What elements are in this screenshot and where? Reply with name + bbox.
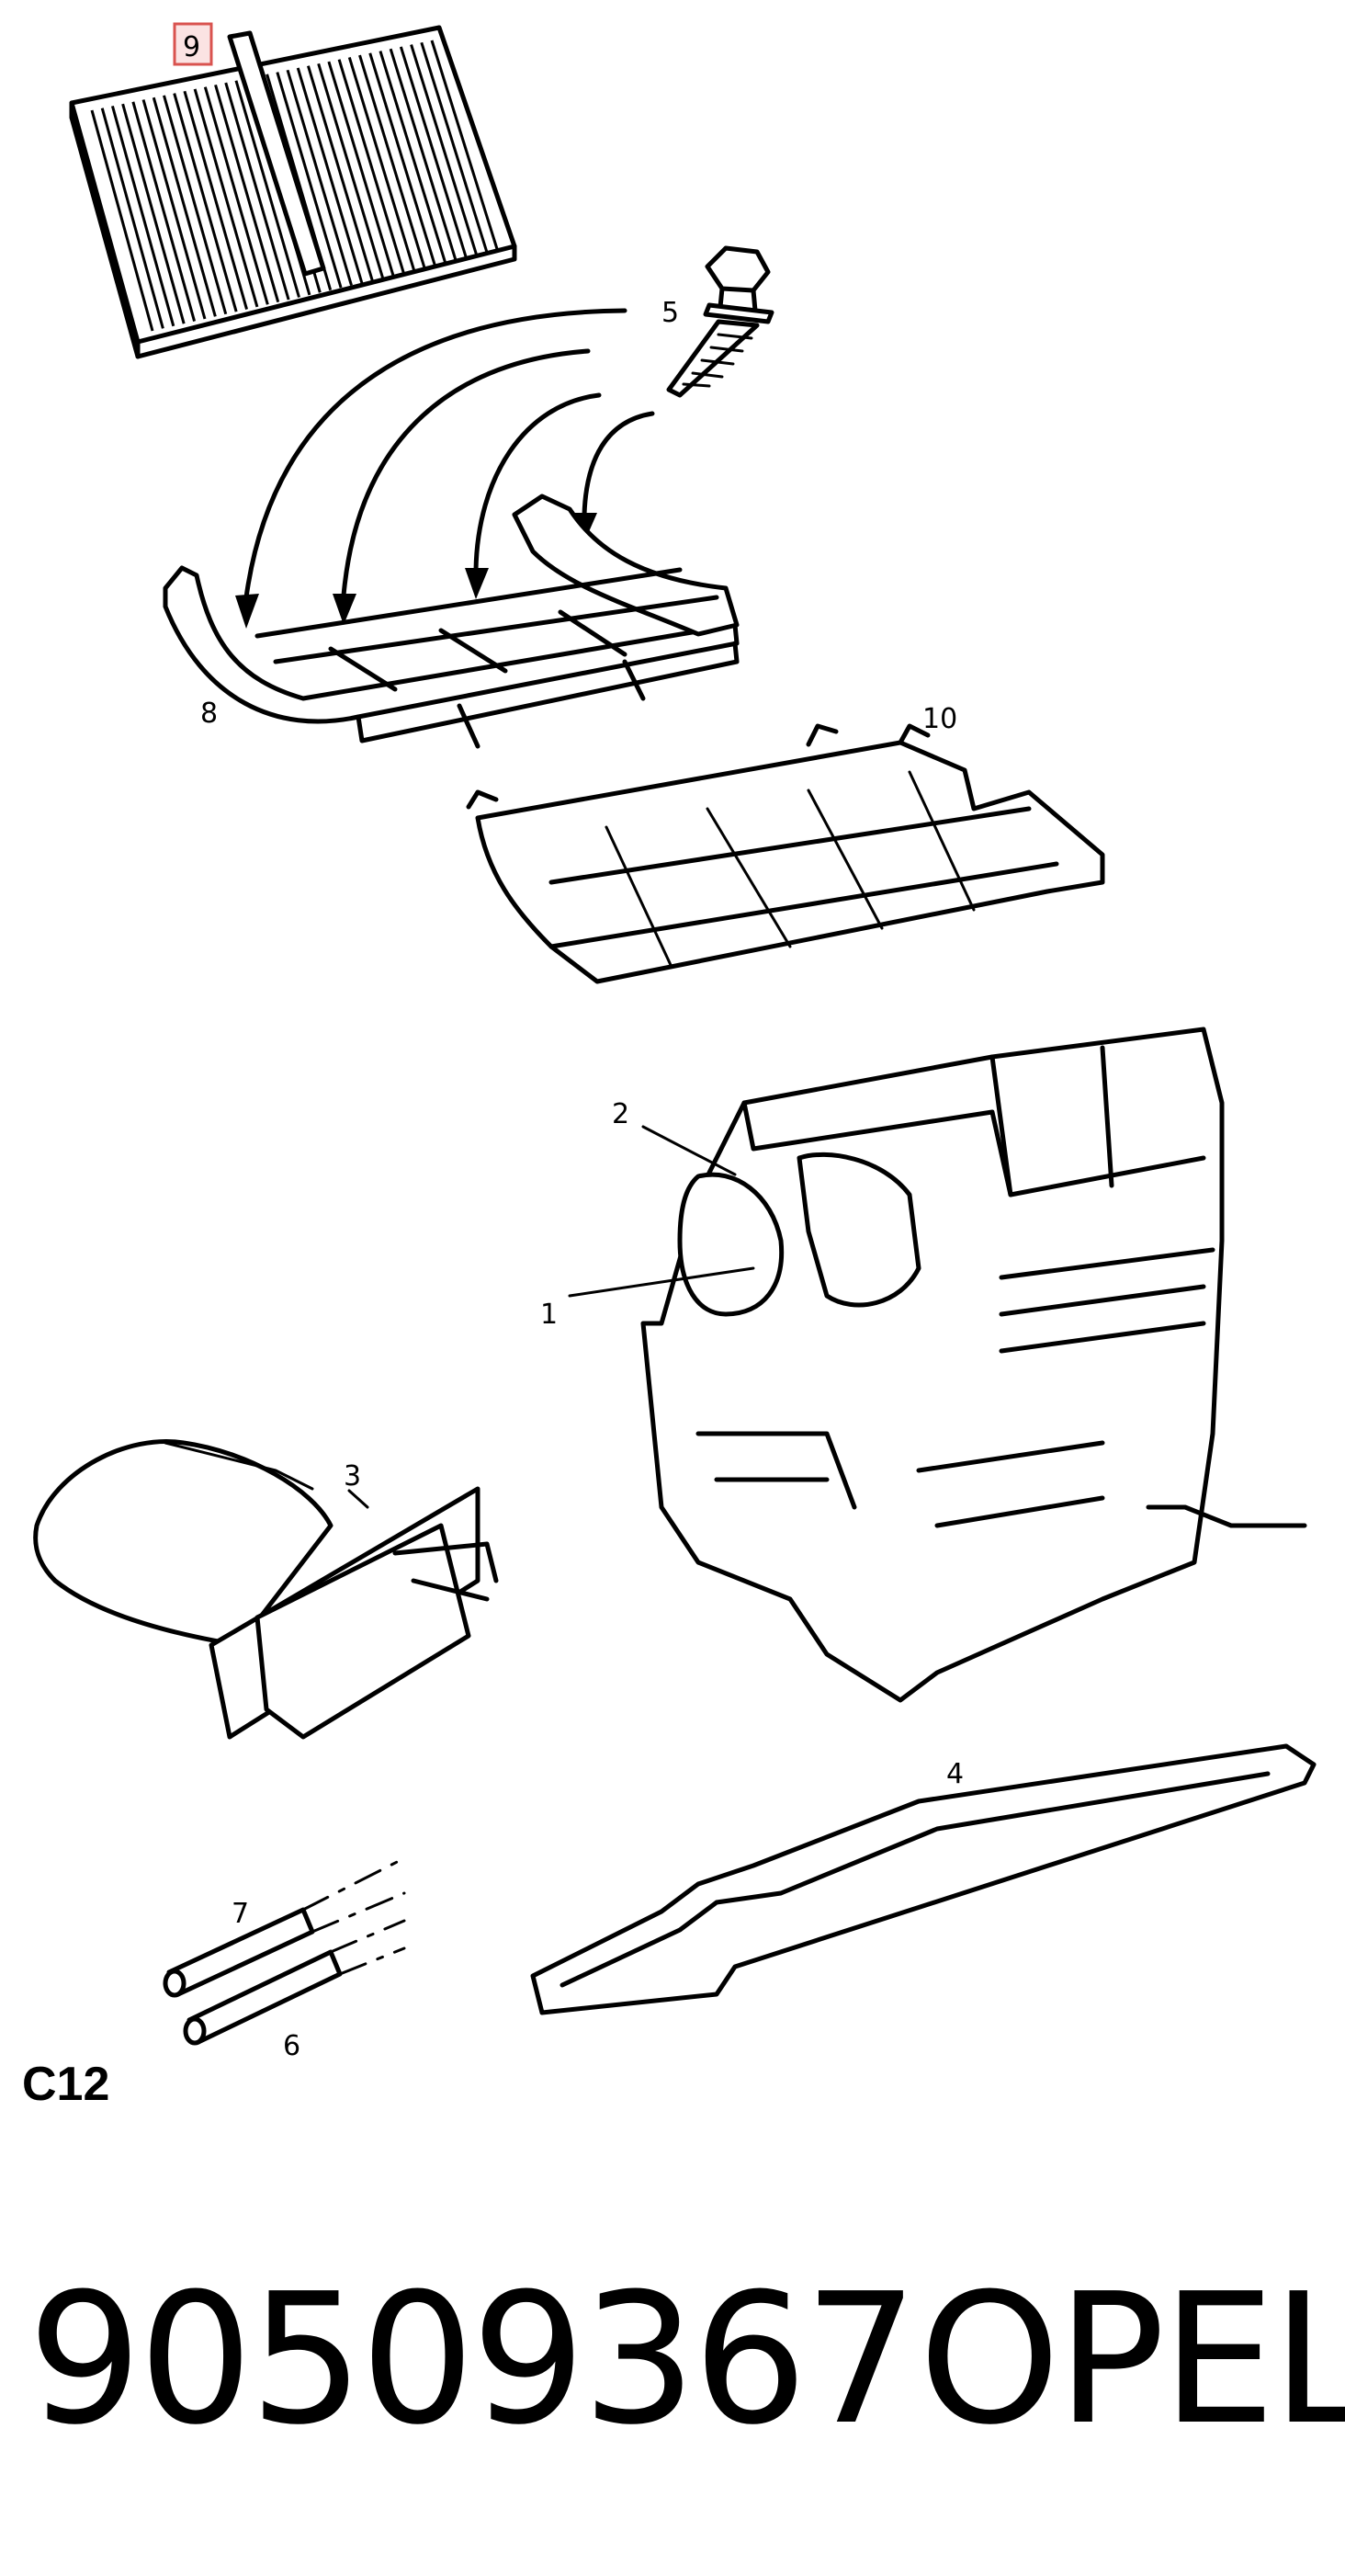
callout-7[interactable]: 7 xyxy=(232,1898,249,1930)
heater-housing[interactable] xyxy=(640,1027,1307,1703)
part-9-pollen-filter[interactable] xyxy=(69,25,517,359)
callout-10[interactable]: 10 xyxy=(922,703,957,735)
part-6-7-hoses[interactable] xyxy=(163,1856,406,2046)
leader-lines xyxy=(347,1125,755,1509)
part-4-seal-gasket[interactable] xyxy=(530,1743,1317,2015)
part-3-blower-resistor[interactable] xyxy=(33,1439,499,1740)
part-5-screw[interactable] xyxy=(666,245,774,398)
part-8-filter-frame[interactable] xyxy=(163,494,740,749)
brand-name: OPEL xyxy=(919,2255,1345,2465)
part-number: 90509367 xyxy=(28,2255,919,2465)
diagram-code: C12 xyxy=(22,2058,110,2111)
callout-9-highlight xyxy=(173,22,213,66)
part-10-filter-housing[interactable] xyxy=(466,723,1105,984)
callout-3[interactable]: 3 xyxy=(344,1460,361,1492)
callout-9[interactable]: 9 xyxy=(183,31,200,63)
callout-1[interactable]: 1 xyxy=(540,1299,558,1331)
callout-2[interactable]: 2 xyxy=(612,1098,629,1130)
callout-4[interactable]: 4 xyxy=(946,1758,964,1790)
callout-5[interactable]: 5 xyxy=(661,297,679,329)
callout-8[interactable]: 8 xyxy=(200,698,218,730)
callout-6[interactable]: 6 xyxy=(283,2030,300,2062)
